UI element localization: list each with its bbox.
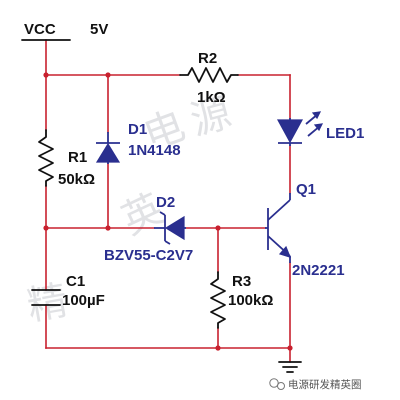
resistor-r2: R2 1kΩ	[179, 50, 239, 106]
resistor-r3: R3 100kΩ	[210, 271, 273, 329]
d2-ref-label: D2	[156, 194, 175, 211]
c1-ref-label: C1	[66, 273, 85, 290]
r2-value-label: 1kΩ	[197, 89, 226, 106]
r2-ref-label: R2	[198, 50, 217, 67]
wires	[45, 39, 291, 363]
watermark-caption: 电源研发精英圈	[269, 378, 362, 391]
c1-value-label: 100µF	[62, 292, 105, 309]
vcc-voltage-label: 5V	[90, 21, 108, 38]
junction-dot	[43, 225, 49, 231]
r1-value-label: 50kΩ	[58, 171, 95, 188]
r3-ref-label: R3	[232, 273, 251, 290]
junction-dot	[287, 345, 293, 351]
led-led1: LED1	[276, 111, 364, 146]
junction-dot	[215, 225, 221, 231]
diode-d1: D1 1N4148	[95, 121, 181, 164]
r3-value-label: 100kΩ	[228, 292, 273, 309]
junction-dot	[215, 345, 221, 351]
q1-part-label: 2N2221	[292, 262, 345, 279]
svg-text:精: 精	[24, 278, 71, 330]
ground-symbol	[278, 361, 302, 373]
q1-ref-label: Q1	[296, 181, 316, 198]
transistor-q1: Q1 2N2221	[265, 181, 345, 279]
vcc-symbol: VCC 5V	[21, 21, 108, 41]
vcc-label: VCC	[24, 21, 56, 38]
watermark-text: 电源研发精英圈	[288, 378, 362, 391]
zener-diode-d2: D2 BZV55-C2V7	[104, 194, 193, 264]
resistor-r1: R1 50kΩ	[38, 129, 95, 188]
capacitor-c1: C1 100µF	[31, 273, 105, 309]
junctions	[43, 72, 293, 351]
r1-ref-label: R1	[68, 149, 87, 166]
wechat-icon	[269, 378, 285, 390]
d2-part-label: BZV55-C2V7	[104, 247, 193, 264]
junction-dot	[105, 72, 111, 78]
junction-dot	[43, 72, 49, 78]
led1-ref-label: LED1	[326, 125, 364, 142]
d1-part-label: 1N4148	[128, 142, 181, 159]
d1-ref-label: D1	[128, 121, 147, 138]
junction-dot	[105, 225, 111, 231]
